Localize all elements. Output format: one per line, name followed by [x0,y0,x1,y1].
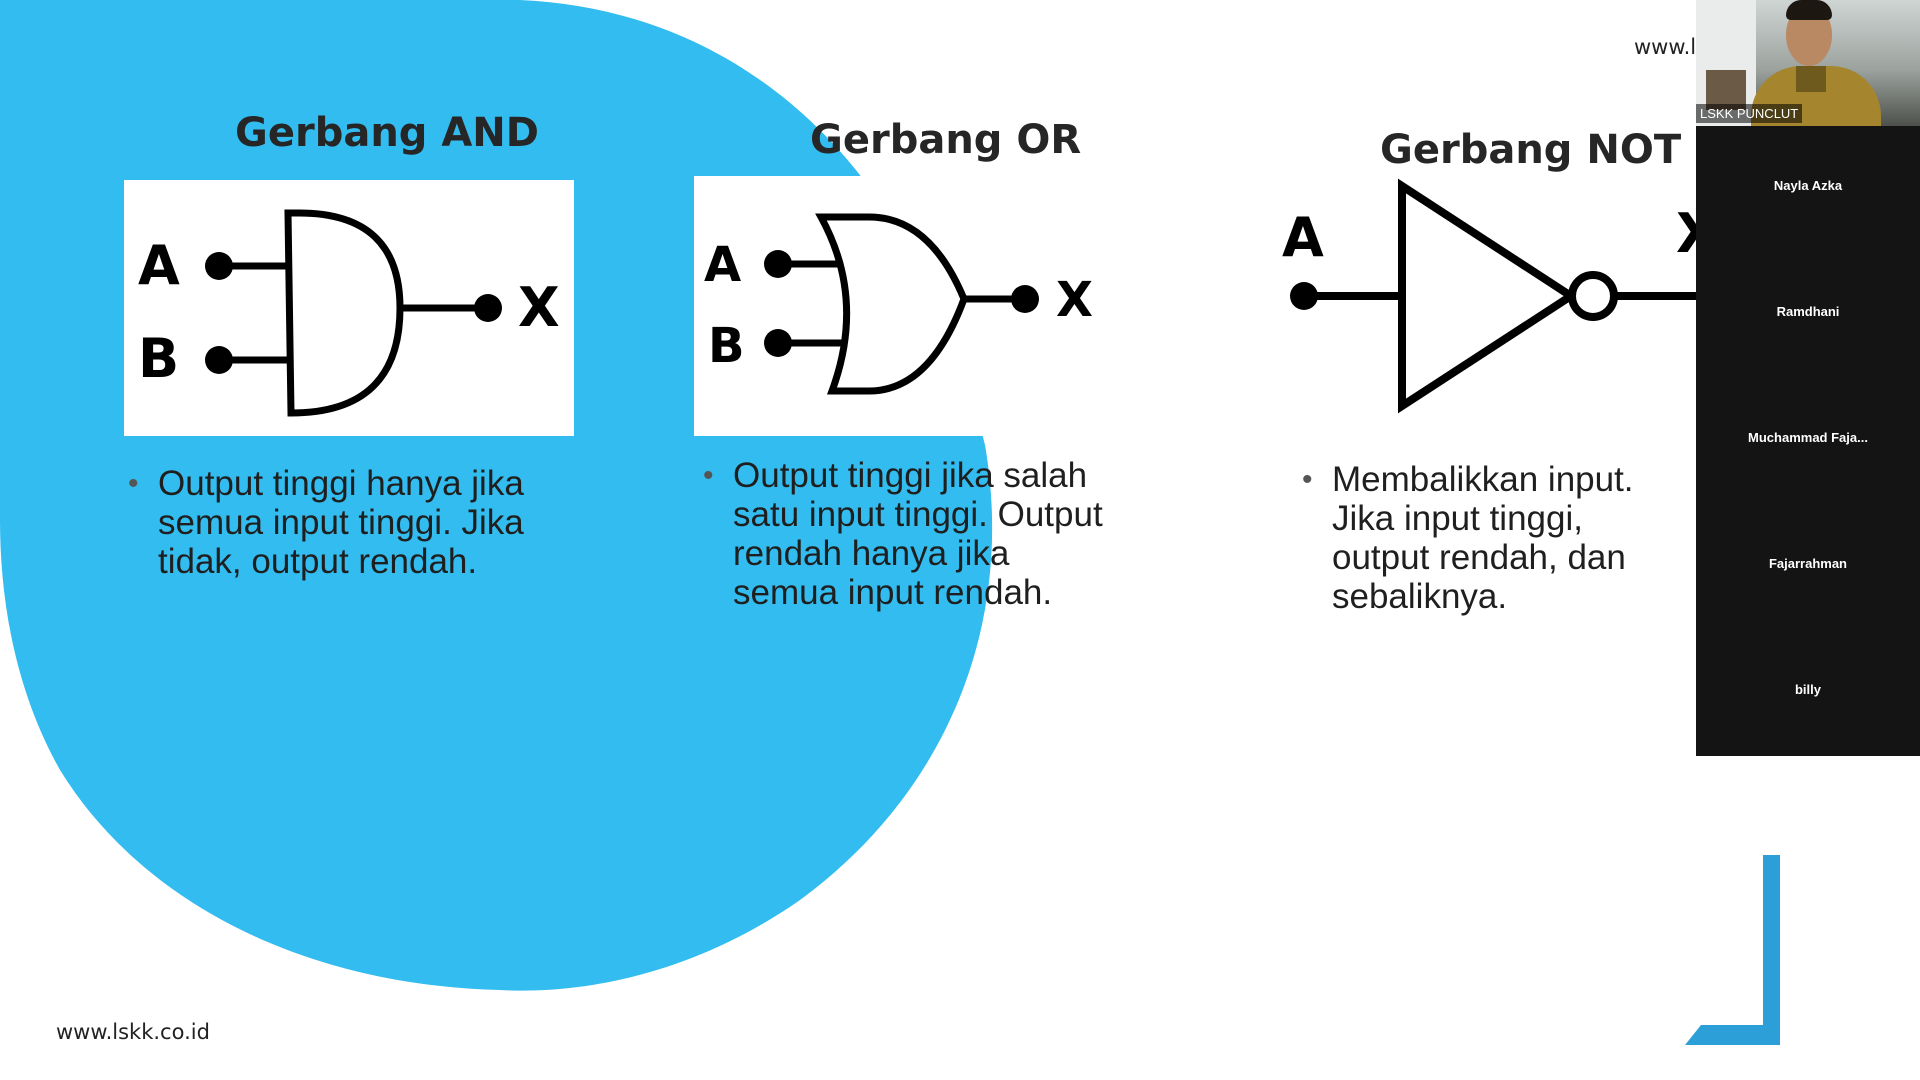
and-gate-title: Gerbang AND [235,110,539,156]
or-gate-description: Output tinggi jika salah satu input ting… [703,456,1123,612]
and-gate-description: Output tinggi hanya jika semua input tin… [128,464,548,581]
or-gate-diagram: A B X [694,176,1104,436]
and-input-b-label: B [138,327,179,390]
participant-name: Muchammad Faja... [1748,430,1868,445]
not-input-a-label: A [1282,206,1324,269]
participant-tile[interactable]: billy [1696,630,1920,756]
speaker-collar [1796,66,1826,92]
participant-name: billy [1794,682,1821,697]
participant-tile[interactable]: Muchammad Faja... [1696,378,1920,504]
and-gate-bullet: Output tinggi hanya jika semua input tin… [128,464,548,581]
participant-tile[interactable]: Fajarrahman [1696,504,1920,630]
video-call-panel[interactable]: LSKK PUNCLUT Nayla Azka Ramdhani Muchamm… [1696,0,1920,756]
footer-website-url: www.lskk.co.id [56,1020,210,1044]
participant-name: Ramdhani [1776,304,1840,319]
or-gate-bullet: Output tinggi jika salah satu input ting… [703,456,1123,612]
not-gate-bullet: Membalikkan input. Jika input tinggi, ou… [1302,460,1682,616]
or-gate-title: Gerbang OR [810,117,1082,163]
and-gate-icon: A B X [138,209,560,417]
not-gate-description: Membalikkan input. Jika input tinggi, ou… [1302,460,1682,616]
participant-tile[interactable]: Nayla Azka [1696,126,1920,252]
not-gate-diagram: A X [1270,176,1710,416]
or-input-b-label: B [708,318,745,374]
not-gate-icon: A X [1282,178,1710,414]
or-output-label: X [1056,272,1093,328]
or-gate-icon: A B X [704,213,1093,395]
participant-name: Fajarrahman [1768,556,1848,571]
corner-accent-icon [1685,855,1780,1045]
and-gate-diagram: A B X [124,180,574,436]
and-output-label: X [518,276,560,339]
participant-tile[interactable]: Ramdhani [1696,252,1920,378]
speaker-hair [1786,0,1832,20]
speaker-name-label: LSKK PUNCLUT [1696,104,1803,123]
active-speaker-tile[interactable]: LSKK PUNCLUT [1696,0,1920,126]
and-input-a-label: A [138,234,180,297]
top-website-url: www.ls [1634,35,1708,59]
or-input-a-label: A [704,237,741,293]
speaker-background-shelf [1706,70,1746,110]
participant-name: Nayla Azka [1773,178,1843,193]
not-gate-title: Gerbang NOT [1380,127,1682,173]
